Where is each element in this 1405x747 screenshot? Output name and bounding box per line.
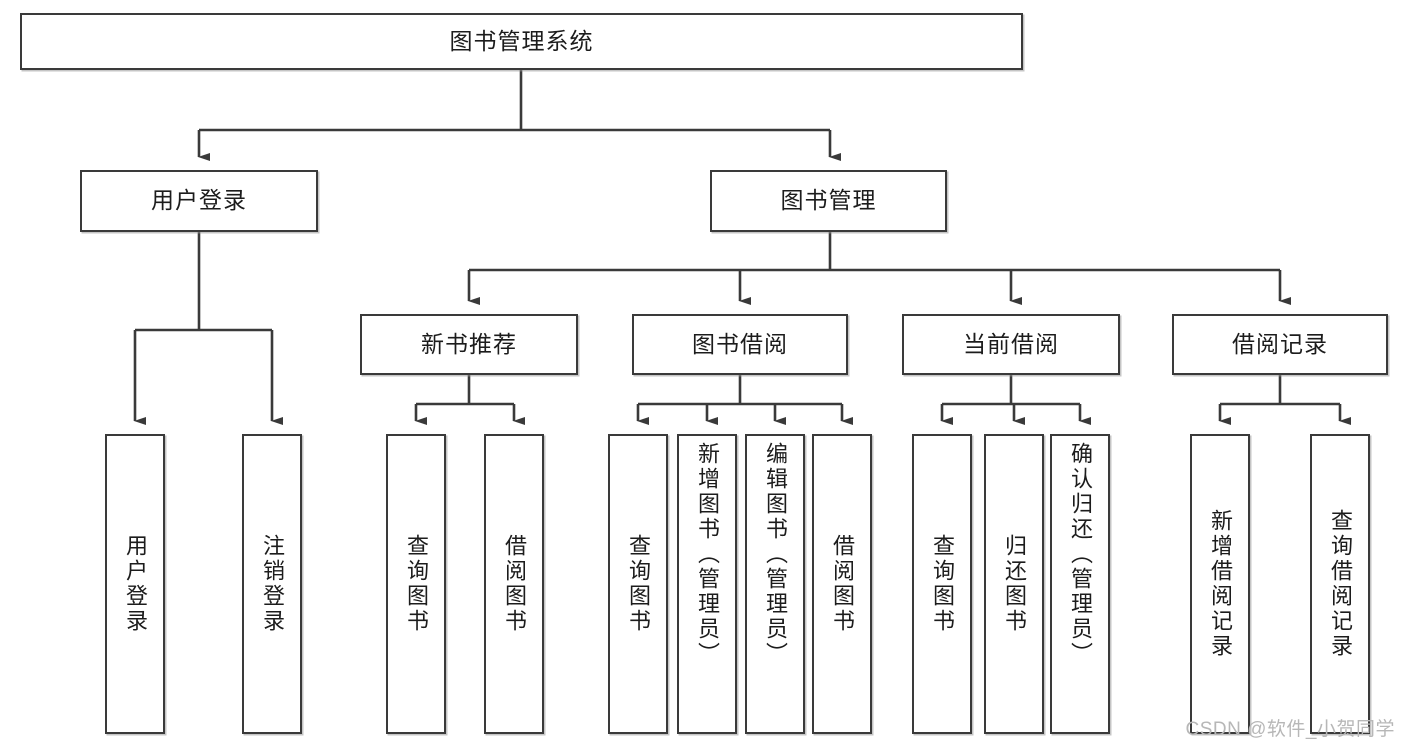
node-user-login[interactable]: 用户登录 <box>80 170 318 232</box>
leaf-edit-book-admin[interactable]: 编辑图书（管理员） <box>745 434 805 734</box>
watermark: CSDN @软件_小贺同学 <box>1185 719 1395 740</box>
leaf-query-book-borrow[interactable]: 查询图书 <box>608 434 668 734</box>
leaf-return-book[interactable]: 归还图书 <box>984 434 1044 734</box>
leaf-borrow-book-label: 借阅图书 <box>829 534 855 634</box>
leaf-return-book-label: 归还图书 <box>1001 534 1027 634</box>
node-current-borrow[interactable]: 当前借阅 <box>902 314 1120 375</box>
leaf-borrow-book-recommend[interactable]: 借阅图书 <box>484 434 544 734</box>
node-borrow-record-label: 借阅记录 <box>1232 330 1328 357</box>
leaf-user-logout-label: 注销登录 <box>259 534 285 634</box>
leaf-query-book-borrow-label: 查询图书 <box>625 534 651 634</box>
leaf-query-borrow-record[interactable]: 查询借阅记录 <box>1310 434 1370 734</box>
leaf-add-book-admin[interactable]: 新增图书（管理员） <box>677 434 737 734</box>
leaf-add-book-admin-label: 新增图书（管理员） <box>694 442 720 667</box>
leaf-query-borrow-record-label: 查询借阅记录 <box>1327 509 1353 659</box>
node-book-management-label: 图书管理 <box>780 187 877 214</box>
node-new-book-recommend-label: 新书推荐 <box>421 330 517 357</box>
leaf-confirm-return-admin[interactable]: 确认归还（管理员） <box>1050 434 1110 734</box>
leaf-query-book-recommend[interactable]: 查询图书 <box>386 434 446 734</box>
node-root-label: 图书管理系统 <box>449 27 594 54</box>
leaf-borrow-book[interactable]: 借阅图书 <box>812 434 872 734</box>
leaf-query-book-current-label: 查询图书 <box>929 534 955 634</box>
node-root[interactable]: 图书管理系统 <box>20 13 1023 70</box>
node-book-management[interactable]: 图书管理 <box>710 170 947 232</box>
node-new-book-recommend[interactable]: 新书推荐 <box>360 314 578 375</box>
leaf-confirm-return-admin-label: 确认归还（管理员） <box>1067 442 1093 667</box>
leaf-query-book-current[interactable]: 查询图书 <box>912 434 972 734</box>
node-current-borrow-label: 当前借阅 <box>963 330 1059 357</box>
node-book-borrow-label: 图书借阅 <box>692 330 788 357</box>
leaf-add-borrow-record[interactable]: 新增借阅记录 <box>1190 434 1250 734</box>
leaf-query-book-recommend-label: 查询图书 <box>403 534 429 634</box>
node-user-login-label: 用户登录 <box>151 187 247 214</box>
leaf-user-logout[interactable]: 注销登录 <box>242 434 302 734</box>
leaf-user-login[interactable]: 用户登录 <box>105 434 165 734</box>
leaf-edit-book-admin-label: 编辑图书（管理员） <box>762 442 788 667</box>
leaf-add-borrow-record-label: 新增借阅记录 <box>1207 509 1233 659</box>
node-borrow-record[interactable]: 借阅记录 <box>1172 314 1388 375</box>
leaf-user-login-label: 用户登录 <box>122 534 148 634</box>
leaf-borrow-book-recommend-label: 借阅图书 <box>501 534 527 634</box>
node-book-borrow[interactable]: 图书借阅 <box>632 314 848 375</box>
